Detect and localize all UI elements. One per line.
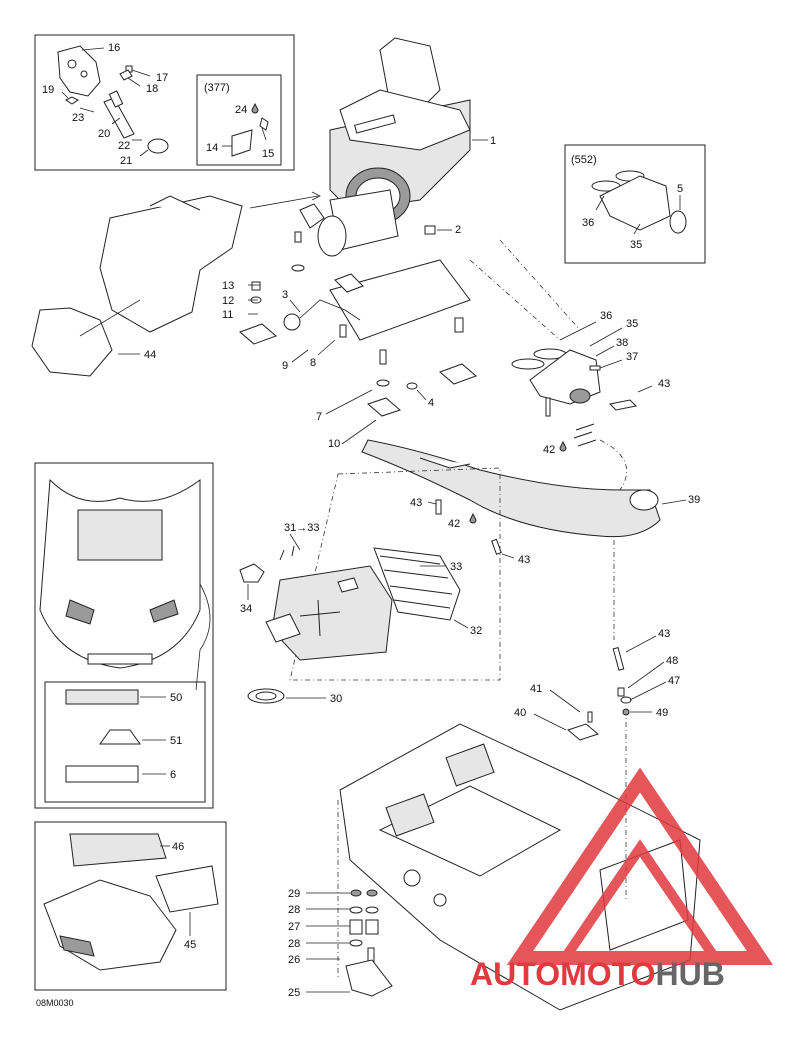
callout-37: 37 (626, 351, 638, 363)
engine-mount-plate (329, 259, 471, 341)
watermark-logo (506, 767, 774, 965)
inset-box-377 (196, 74, 282, 166)
diagram-code: 08M0030 (36, 998, 74, 1008)
callout-27: 27 (288, 921, 300, 933)
callout-28-lower: 28 (288, 938, 300, 950)
callout-1: 1 (490, 135, 496, 147)
callout-42-top: 42 (543, 444, 555, 456)
callout-43-right-lower: 43 (658, 628, 670, 640)
callout-32: 32 (470, 625, 482, 637)
callout-24: 24 (235, 104, 247, 116)
belt-guard-insulator (31, 307, 113, 377)
callout-6: 6 (170, 769, 176, 781)
callout-18: 18 (146, 83, 158, 95)
callout-30: 30 (330, 693, 342, 705)
callout-43-top: 43 (658, 378, 670, 390)
callout-19: 19 (42, 84, 54, 96)
hood-decal-box (44, 681, 206, 803)
callout-51: 51 (170, 735, 182, 747)
callout-4: 4 (428, 397, 434, 409)
callout-3: 3 (282, 289, 288, 301)
callout-22: 22 (118, 140, 130, 152)
callout-35: 35 (626, 318, 638, 330)
watermark-text: AUTOMOTOHUB (470, 956, 725, 992)
inset-box-552 (564, 144, 706, 264)
variant-label-552: (552) (571, 154, 597, 166)
inset-box-hood (34, 462, 214, 809)
callout-9: 9 (282, 360, 288, 372)
callout-43-right: 43 (518, 554, 530, 566)
tuned-pipe (361, 439, 661, 538)
bellypan-insulator (155, 865, 219, 913)
callout-15: 15 (262, 148, 274, 160)
belt-guard (99, 195, 243, 333)
callout-47: 47 (668, 675, 680, 687)
callout-48: 48 (666, 655, 678, 667)
callout-5-inset: 5 (677, 183, 683, 195)
callout-11: 11 (222, 309, 233, 321)
callout-46: 46 (172, 841, 184, 853)
engine-assembly (299, 37, 471, 257)
callout-41: 41 (530, 683, 542, 695)
callout-43-mid: 43 (410, 497, 422, 509)
callout-39: 39 (688, 494, 700, 506)
callout-25: 25 (288, 987, 300, 999)
inset-box-top (34, 34, 295, 171)
callout-33: 33 (450, 561, 462, 573)
callout-42-mid: 42 (448, 518, 460, 530)
callout-12: 12 (222, 295, 234, 307)
callout-45: 45 (184, 939, 196, 951)
callout-38: 38 (616, 337, 628, 349)
callout-36: 36 (600, 310, 612, 322)
callout-16: 16 (108, 42, 120, 54)
callout-8: 8 (310, 357, 316, 369)
callout-20: 20 (98, 128, 110, 140)
callout-21: 21 (120, 155, 132, 167)
callout-28-upper: 28 (288, 904, 300, 916)
callout-36-inset: 36 (582, 217, 594, 229)
variant-label-377: (377) (204, 82, 230, 94)
callout-34: 34 (240, 603, 252, 615)
callout-31-33: 31→33 (284, 522, 320, 534)
callout-2: 2 (455, 224, 461, 236)
callout-44: 44 (144, 349, 156, 361)
callout-17: 17 (156, 72, 168, 84)
callout-29: 29 (288, 888, 300, 900)
bottom-bracket (345, 959, 393, 997)
hood (39, 478, 201, 669)
belly-pan (43, 879, 177, 971)
callout-10: 10 (328, 438, 340, 450)
bracket-plate (57, 45, 101, 97)
inset-box-bellypan (34, 821, 227, 991)
callout-49: 49 (656, 707, 668, 719)
callout-35-inset: 35 (630, 239, 642, 251)
callout-7: 7 (316, 411, 322, 423)
cap-part (147, 138, 169, 154)
callout-13: 13 (222, 280, 234, 292)
callout-40: 40 (514, 707, 526, 719)
callout-14: 14 (206, 142, 218, 154)
callout-50: 50 (170, 692, 182, 704)
callout-26: 26 (288, 954, 300, 966)
callout-23: 23 (72, 112, 84, 124)
